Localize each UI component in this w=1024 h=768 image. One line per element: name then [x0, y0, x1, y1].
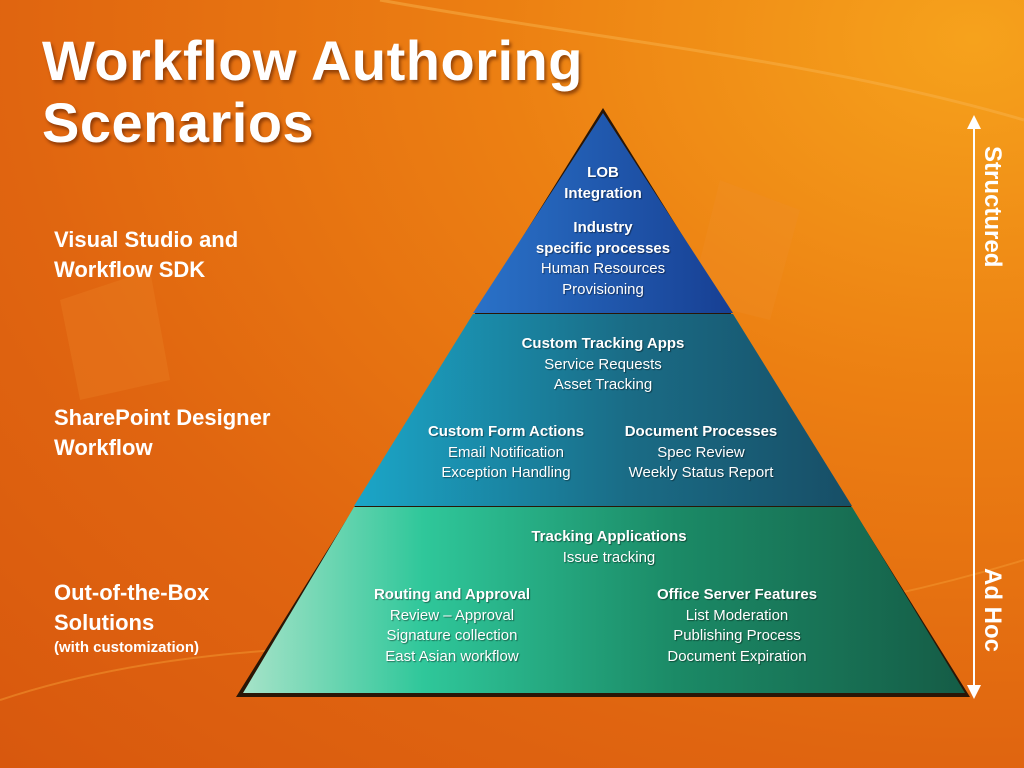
pyramid-tier-bottom — [243, 507, 965, 693]
list-item: Email Notification — [448, 443, 564, 461]
title-line-1: Workflow Authoring — [42, 29, 583, 92]
left-label-line: Visual Studio and — [54, 227, 239, 252]
lob-heading: Integration — [564, 184, 642, 202]
doc-processes-heading: Document Processes — [624, 423, 778, 440]
slide-title: Workflow Authoring Scenarios — [42, 30, 583, 154]
lob-heading: LOB — [587, 164, 619, 181]
list-item: Document Expiration — [667, 647, 807, 665]
list-item: Asset Tracking — [553, 376, 653, 393]
left-label-line: Workflow — [54, 435, 153, 460]
list-item: Human Resources — [540, 260, 666, 277]
tracking-apps-heading: Custom Tracking Apps — [521, 335, 685, 352]
list-item: Service Requests — [544, 355, 662, 373]
industry-processes: Industry specific processes Human Resour… — [536, 218, 670, 300]
left-label-sharepoint-designer: SharePoint Designer Workflow — [54, 403, 270, 463]
list-item: Spec Review — [657, 443, 745, 461]
office-heading: Office Server Features — [656, 586, 818, 603]
left-label-line: Workflow SDK — [54, 257, 206, 282]
left-label-out-of-the-box: Out-of-the-Box Solutions (with customiza… — [54, 578, 209, 658]
left-label-line: Out-of-the-Box — [54, 580, 210, 605]
list-item: Review – Approval — [389, 606, 515, 624]
custom-tracking-apps: Custom Tracking Apps Service Requests As… — [522, 334, 685, 396]
custom-form-actions: Custom Form Actions Email Notification E… — [428, 422, 584, 484]
form-actions-heading: Custom Form Actions — [427, 423, 585, 440]
left-label-visual-studio: Visual Studio and Workflow SDK — [54, 225, 238, 285]
left-label-line: SharePoint Designer — [54, 405, 271, 430]
industry-heading: specific processes — [535, 239, 671, 257]
axis-label-structured: Structured — [979, 146, 1006, 268]
pyramid-tier-middle — [354, 314, 852, 506]
lob-integration: LOB Integration — [564, 163, 642, 204]
document-processes: Document Processes Spec Review Weekly St… — [625, 422, 778, 484]
routing-heading: Routing and Approval — [373, 586, 531, 603]
list-item: East Asian workflow — [385, 647, 519, 665]
title-line-2: Scenarios — [42, 91, 315, 154]
office-server-features: Office Server Features List Moderation P… — [657, 585, 817, 667]
left-label-line: Solutions — [54, 610, 155, 635]
tracking-applications: Tracking Applications Issue tracking — [531, 527, 686, 568]
left-label-note: (with customization) — [54, 639, 199, 656]
list-item: Publishing Process — [673, 627, 801, 644]
axis-label-ad-hoc: Ad Hoc — [979, 568, 1006, 652]
list-item: Weekly Status Report — [628, 464, 774, 481]
list-item: Issue tracking — [562, 548, 656, 566]
list-item: Provisioning — [562, 280, 644, 298]
tracking-heading: Tracking Applications — [531, 528, 687, 545]
pyramid-tier-top — [473, 113, 733, 313]
list-item: List Moderation — [685, 606, 789, 624]
routing-and-approval: Routing and Approval Review – Approval S… — [374, 585, 530, 667]
industry-heading: Industry — [573, 219, 633, 236]
list-item: Exception Handling — [441, 464, 571, 481]
list-item: Signature collection — [386, 627, 518, 644]
